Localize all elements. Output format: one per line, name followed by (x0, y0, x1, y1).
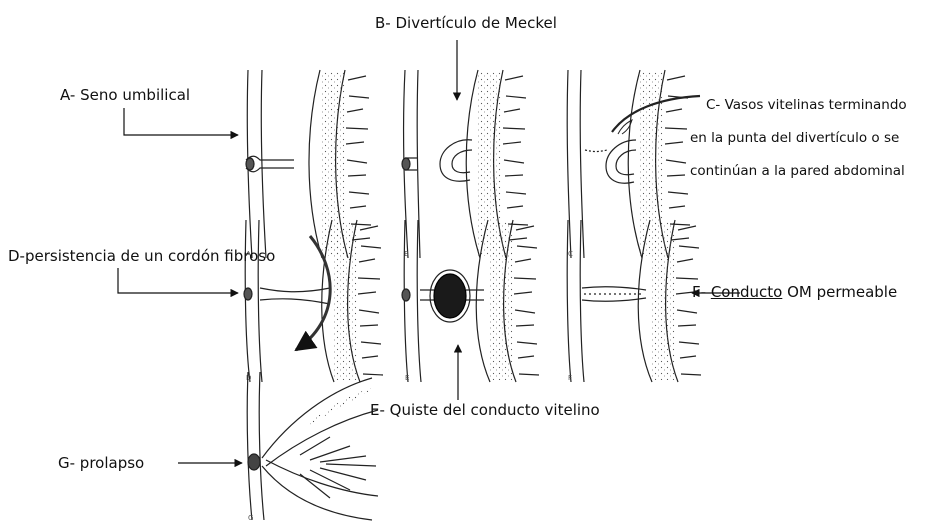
label-a-seno-umbilical: A- Seno umbilical (60, 86, 190, 104)
panel-letter-g: G (248, 514, 253, 522)
label-f-conducto-om: F- Conducto OM permeable (692, 283, 897, 301)
label-e-quiste: E- Quiste del conducto vitelino (370, 401, 600, 419)
label-c-line1: C- Vasos vitelinas terminando (706, 97, 907, 113)
callout-a (124, 108, 238, 135)
panel-e-drawing: E (402, 220, 539, 382)
label-b-diverticulo-meckel: B- Divertículo de Meckel (375, 14, 557, 32)
panel-letter-e: E (405, 374, 409, 382)
label-g-prolapso: G- prolapso (58, 454, 144, 472)
panel-letter-f: F (568, 374, 572, 382)
label-c-line2: en la punta del divertículo o se (690, 130, 899, 146)
label-d-cordon-fibroso: D-persistencia de un cordón fibroso (8, 247, 275, 265)
panel-letter-d: D (246, 374, 251, 382)
panel-g-drawing: G (247, 372, 378, 522)
label-f-suffix: OM permeable (782, 283, 897, 301)
label-c-line3: continúan a la pared abdominal (690, 163, 905, 179)
callout-d (118, 268, 238, 293)
label-f-underlined: Conducto (711, 283, 783, 301)
panel-letter-c: C (568, 250, 573, 258)
panel-f-drawing: F (567, 220, 701, 382)
label-f-prefix: F- (692, 283, 711, 301)
